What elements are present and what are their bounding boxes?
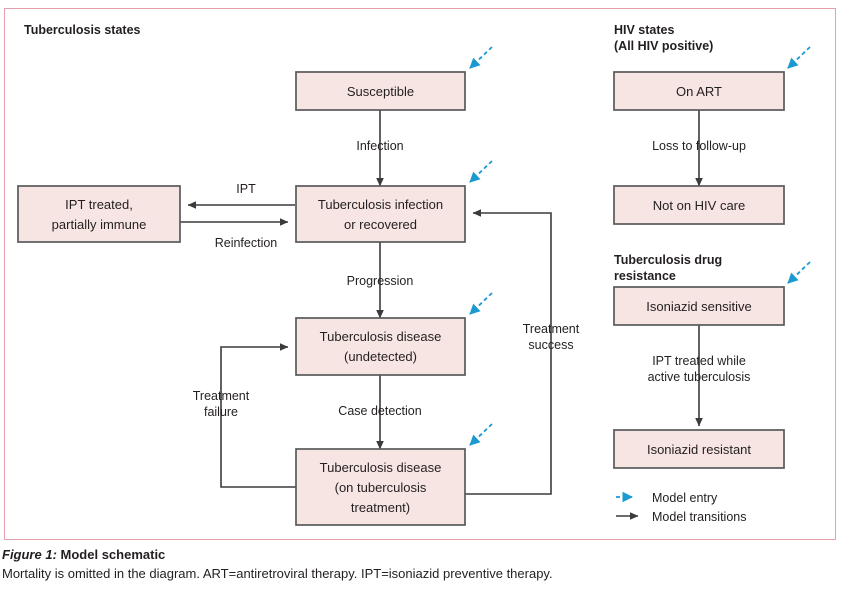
edge-label-case-detection: Case detection [338, 404, 421, 418]
entry-arrow-tb-infection [469, 160, 493, 183]
node-tb-disease-on-treatment-label-line3: treatment) [351, 500, 410, 515]
entry-arrow-isoniazid-sensitive [787, 261, 811, 284]
edge-label-treatment-failure-line1: Treatment [193, 389, 250, 403]
node-susceptible-label: Susceptible [347, 84, 414, 99]
node-tb-disease-undetected-label-line2: (undetected) [344, 349, 417, 364]
node-tb-disease-on-treatment-label-line1: Tuberculosis disease [320, 460, 442, 475]
node-isoniazid-resistant-box[interactable] [613, 429, 785, 469]
node-susceptible[interactable]: Susceptible [295, 71, 466, 111]
legend-item-model-transitions: Model transitions [616, 510, 747, 524]
legend-label-model-transitions: Model transitions [652, 510, 747, 524]
node-ipt-treated-box[interactable] [17, 185, 181, 243]
edge-treatment-failure [220, 343, 296, 488]
edge-label-ipt: IPT [236, 182, 256, 196]
legend: Model entry Model transitions [616, 491, 747, 524]
node-tb-disease-on-treatment-box[interactable] [295, 448, 466, 526]
node-tb-disease-undetected[interactable]: Tuberculosis disease (undetected) [295, 317, 466, 376]
node-ipt-treated-label-line2: partially immune [52, 217, 147, 232]
model-schematic-diagram: Tuberculosis states HIV states (All HIV … [17, 23, 811, 526]
caption-note: Mortality is omitted in the diagram. ART… [2, 566, 553, 581]
node-tb-disease-undetected-box[interactable] [295, 317, 466, 376]
section-title-drug-resistance-line2: resistance [614, 269, 676, 283]
edge-label-loss-to-follow-up: Loss to follow-up [652, 139, 746, 153]
node-tb-infection-or-recovered[interactable]: Tuberculosis infection or recovered [295, 185, 466, 243]
legend-item-model-entry: Model entry [616, 491, 718, 505]
node-on-art-label: On ART [676, 84, 722, 99]
node-tb-disease-on-treatment[interactable]: Tuberculosis disease (on tuberculosis tr… [295, 448, 466, 526]
entry-arrow-tb-disease-on-treatment [469, 423, 493, 446]
node-on-art[interactable]: On ART [613, 71, 785, 111]
edge-label-progression: Progression [347, 274, 414, 288]
edge-label-infection: Infection [356, 139, 403, 153]
node-isoniazid-resistant-label: Isoniazid resistant [647, 442, 751, 457]
section-title-hiv-states-line1: HIV states [614, 23, 674, 37]
node-ipt-treated-label-line1: IPT treated, [65, 197, 133, 212]
node-isoniazid-sensitive-box[interactable] [613, 286, 785, 326]
node-tb-infection-label-line2: or recovered [344, 217, 417, 232]
entry-arrow-on-art [787, 46, 811, 69]
section-title-drug-resistance-line1: Tuberculosis drug [614, 253, 722, 267]
edge-label-treatment-failure-line2: failure [204, 405, 238, 419]
entry-arrow-tb-disease-undetected [469, 292, 493, 315]
edge-treatment-success [465, 209, 552, 495]
node-not-on-hiv-care[interactable]: Not on HIV care [613, 185, 785, 225]
section-title-tuberculosis-states: Tuberculosis states [24, 23, 141, 37]
node-tb-infection-box[interactable] [295, 185, 466, 243]
edge-label-ipt-while-active-line2: active tuberculosis [648, 370, 751, 384]
caption-figure-title: Model schematic [60, 547, 166, 562]
node-isoniazid-sensitive-label: Isoniazid sensitive [646, 299, 752, 314]
node-tb-disease-undetected-label-line1: Tuberculosis disease [320, 329, 442, 344]
node-not-on-hiv-care-label: Not on HIV care [653, 198, 746, 213]
node-not-on-hiv-care-box[interactable] [613, 185, 785, 225]
node-isoniazid-resistant[interactable]: Isoniazid resistant [613, 429, 785, 469]
caption-title-line: Figure 1: Model schematic [2, 546, 841, 563]
node-on-art-box[interactable] [613, 71, 785, 111]
caption-figure-number: Figure 1: [2, 547, 57, 562]
edge-label-treatment-success-line1: Treatment [523, 322, 580, 336]
entry-arrow-susceptible [469, 46, 493, 69]
legend-label-model-entry: Model entry [652, 491, 718, 505]
node-tb-disease-on-treatment-label-line2: (on tuberculosis [335, 480, 427, 495]
node-isoniazid-sensitive[interactable]: Isoniazid sensitive [613, 286, 785, 326]
node-tb-infection-label-line1: Tuberculosis infection [318, 197, 443, 212]
edge-label-treatment-success-line2: success [528, 338, 573, 352]
section-title-hiv-states-line2: (All HIV positive) [614, 39, 713, 53]
figure-caption: Figure 1: Model schematic Mortality is o… [2, 546, 841, 583]
edge-label-reinfection: Reinfection [215, 236, 278, 250]
node-ipt-treated-partially-immune[interactable]: IPT treated, partially immune [17, 185, 181, 243]
node-susceptible-box[interactable] [295, 71, 466, 111]
edge-label-ipt-while-active-line1: IPT treated while [652, 354, 746, 368]
